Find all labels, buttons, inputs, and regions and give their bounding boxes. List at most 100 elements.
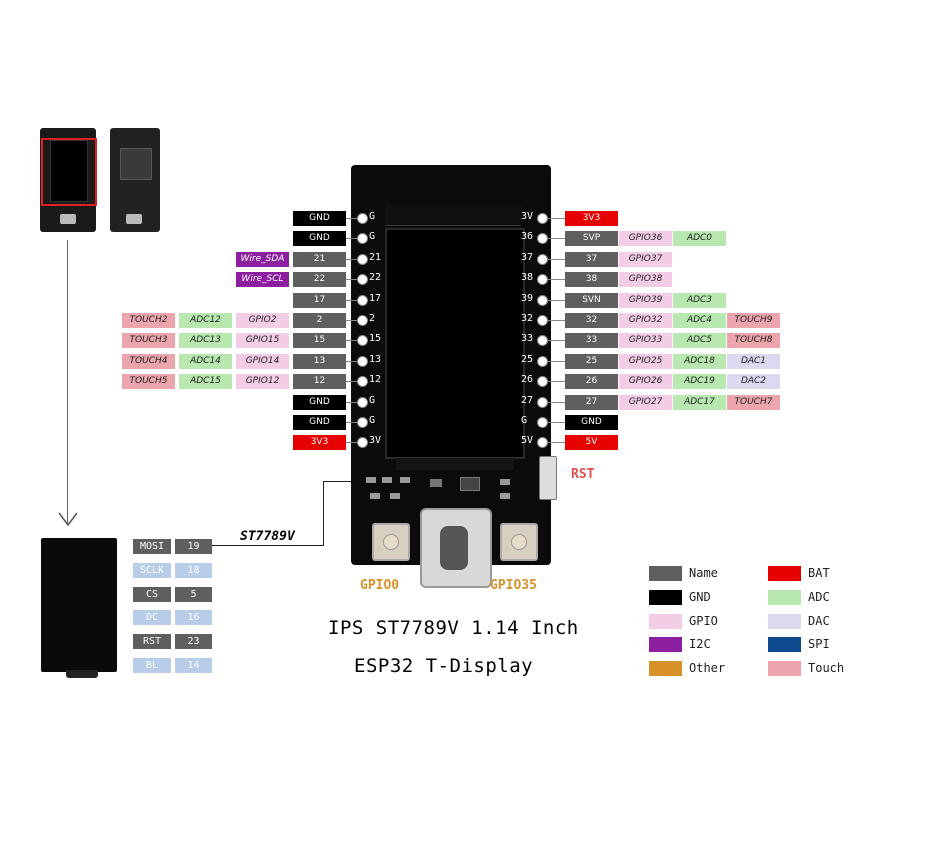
rst-button[interactable] (539, 456, 557, 500)
legend-swatch (649, 661, 682, 677)
legend-label: DAC (808, 613, 830, 628)
pin-label-touch: TOUCH8 (727, 333, 780, 349)
pin-hole (357, 417, 368, 428)
pin-hole (537, 315, 548, 326)
pin-label-gnd: GND (293, 231, 346, 247)
pin-leader-line (346, 258, 358, 260)
pin-label-gnd: GND (293, 211, 346, 226)
pin-hole (357, 376, 368, 388)
pin-label-touch: TOUCH9 (727, 313, 780, 328)
pin-number: 27 (521, 394, 534, 406)
pin-label-adc: ADC18 (673, 353, 726, 369)
pin-hole (537, 396, 548, 408)
pin-leader-line (548, 422, 565, 423)
lcd-flex-tab (66, 670, 98, 678)
pin-number: G (369, 231, 376, 243)
legend-label: BAT (808, 566, 830, 580)
pin-label-name: 38 (565, 272, 618, 288)
pin-leader-line (548, 238, 565, 240)
spi-signal-name: MOSI (133, 539, 171, 554)
pin-leader-line (346, 340, 358, 342)
pin-label-name: SVP (565, 231, 618, 247)
spi-pin-number: 19 (175, 539, 212, 554)
pin-label-gnd: GND (293, 415, 346, 430)
pin-number: 32 (521, 313, 534, 324)
pin-label-dac: DAC2 (727, 374, 780, 390)
down-arrow-line (67, 240, 68, 525)
pin-label-touch: TOUCH2 (122, 313, 175, 328)
ribbon (396, 457, 514, 470)
pin-number: 25 (521, 353, 534, 365)
pin-label-gnd: GND (565, 415, 618, 430)
legend-label: Other (689, 661, 726, 676)
spi-pin-number: 14 (175, 658, 212, 673)
pin-hole (357, 355, 368, 367)
spi-signal-name: DC (133, 610, 171, 626)
pin-number: 13 (369, 353, 382, 365)
pin-label-adc: ADC0 (673, 231, 726, 247)
legend-swatch (649, 613, 682, 629)
legend-label: I2C (689, 637, 711, 652)
pin-number: G (369, 415, 376, 426)
pin-label-gpio: GPIO36 (619, 231, 672, 247)
pin-leader-line (346, 279, 358, 281)
pin-label-adc: ADC17 (673, 394, 726, 410)
spi-pin-number: 5 (175, 586, 212, 602)
pin-leader-line (346, 360, 358, 362)
pin-leader-line (548, 258, 565, 260)
legend-label: GND (689, 589, 711, 604)
pin-label-touch: TOUCH3 (122, 333, 175, 349)
pin-number: 15 (369, 333, 382, 345)
pin-label-adc: ADC14 (179, 353, 232, 369)
pin-number: 36 (521, 231, 534, 243)
pin-hole (537, 417, 548, 428)
gpio35-button[interactable] (500, 523, 538, 561)
highlight-box (41, 138, 97, 206)
pin-number: 3V (521, 211, 534, 222)
arrow-head-icon (58, 512, 78, 527)
legend-swatch (768, 566, 801, 581)
spi-signal-name: CS (133, 586, 171, 602)
pin-label-name: 22 (293, 272, 346, 288)
pin-label-gpio: GPIO2 (236, 313, 289, 328)
st-underline (212, 545, 324, 546)
pin-number: 21 (369, 251, 382, 263)
pin-label-name: 12 (293, 374, 346, 390)
pin-label-adc: ADC19 (673, 374, 726, 390)
rst-label: RST (571, 467, 595, 482)
pin-label-name: 37 (565, 251, 618, 267)
pin-label-gpio: GPIO26 (619, 374, 672, 390)
st7789v-label: ST7789V (240, 529, 295, 544)
gpio0-label: GPIO0 (360, 578, 400, 593)
pin-number: 2 (369, 313, 376, 324)
pin-label-adc: ADC15 (179, 374, 232, 390)
gpio35-label: GPIO35 (490, 578, 537, 593)
legend-label: SPI (808, 637, 830, 652)
gpio0-button[interactable] (372, 523, 410, 561)
legend-label: GPIO (689, 613, 718, 628)
pin-leader-line (548, 218, 565, 219)
spi-signal-name: RST (133, 634, 171, 650)
pin-hole (537, 233, 548, 245)
pin-number: G (369, 211, 376, 222)
pin-number: 5V (521, 435, 534, 447)
pin-leader-line (346, 238, 358, 240)
pin-hole (357, 274, 368, 286)
pin-hole (537, 376, 548, 388)
pin-label-bat: 3V3 (565, 211, 618, 226)
pin-number: 22 (369, 272, 382, 284)
spi-pin-number: 18 (175, 562, 212, 578)
pin-label-gpio: GPIO14 (236, 353, 289, 369)
legend-swatch (768, 613, 801, 629)
lcd-screen (385, 228, 525, 459)
pin-label-gnd: GND (293, 394, 346, 410)
pin-leader-line (548, 442, 565, 444)
pin-label-gpio: GPIO39 (619, 292, 672, 308)
pin-hole (537, 213, 548, 224)
pin-label-name: 2 (293, 313, 346, 328)
pin-hole (537, 355, 548, 367)
pin-label-gpio: GPIO15 (236, 333, 289, 349)
legend-swatch (649, 637, 682, 653)
pin-label-name: 13 (293, 353, 346, 369)
pin-number: 37 (521, 251, 534, 263)
